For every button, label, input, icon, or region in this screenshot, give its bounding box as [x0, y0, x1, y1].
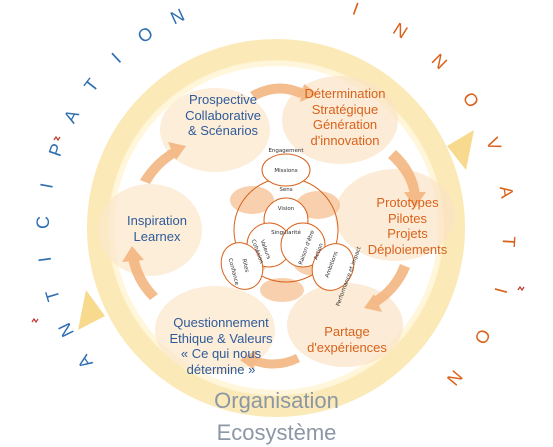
ecosysteme-label: Ecosystème [216, 420, 337, 445]
outer-ring [87, 39, 465, 417]
action-label: Action [313, 242, 325, 261]
determination-line-3: Génération [312, 117, 378, 133]
center-venn [220, 153, 355, 291]
anticipation-letter-10: I [108, 49, 125, 67]
prospective-line-3: & Scénarios [187, 123, 259, 139]
block-inspiration: Inspiration Learnex [112, 213, 202, 244]
block-partage: Partage d'expériences [292, 324, 402, 355]
anticipation-letter-4: I [35, 256, 55, 264]
cycle-blob-2 [282, 76, 398, 164]
vision-label: Vision [278, 206, 295, 212]
prototypes-line-1: Prototypes [376, 195, 439, 210]
questionnement-line-1: Questionnement [173, 315, 269, 330]
anticipation-letter-11: O [134, 23, 157, 47]
anticipation-letter-2: N [54, 320, 78, 340]
prospective-line-2: Collaborative [185, 107, 261, 123]
innovation-letter-10: N [443, 366, 467, 389]
cycle-arrows [98, 76, 455, 374]
inner-blob-e [260, 278, 304, 302]
arrow-left-bottom [128, 256, 158, 300]
arrow-left-bottom-head [122, 246, 144, 262]
red-mark-1 [53, 135, 61, 142]
anticipation-letter-5: C [33, 216, 53, 229]
rites-circle [220, 242, 264, 290]
inner-blob-a [230, 186, 274, 214]
block-questionnement: Questionnement Ethique & Valeurs « Ce qu… [162, 315, 280, 377]
innovation-letter-9: O [470, 326, 494, 348]
arrow-top-head [300, 84, 318, 102]
questionnement-line-2: Ethique & Valeurs [169, 330, 273, 346]
block-prototypes: Prototypes Pilotes Projets Déploiements [355, 195, 460, 257]
rites-label: Rites [240, 258, 249, 273]
raison-circle [280, 222, 326, 268]
arrow-right-top [388, 150, 420, 196]
partage-line-1: Partage [324, 324, 370, 339]
singularite-label: Singularité [271, 229, 301, 236]
cycle-blob-1 [160, 88, 270, 172]
arrow-top [250, 83, 306, 100]
ring-arrow-left [78, 290, 105, 330]
red-mark-2 [31, 317, 39, 324]
arrow-left-top-head [168, 142, 186, 160]
innovation-letter-6: A [496, 185, 518, 200]
cycle-blob-5 [155, 286, 275, 374]
innovation-letter-5: V [482, 135, 505, 153]
anticipation-letter-6: I [36, 181, 57, 190]
sens-label: Sens [279, 187, 292, 193]
missions-circle [261, 153, 311, 187]
prototypes-line-3: Projets [387, 226, 428, 242]
arrow-left-top [140, 148, 178, 184]
cycle-blob-6 [98, 184, 202, 276]
anticipation-letter-1: A [73, 351, 96, 372]
determination-line-1: Détermination [304, 86, 386, 101]
arrow-right-bottom-head [364, 294, 382, 312]
anticipation-letter-8: A [60, 106, 83, 126]
inspiration-line-2: Learnex [133, 228, 181, 244]
innovation-letter-1: I [350, 0, 362, 19]
arrow-bottom [250, 354, 300, 369]
arrow-right-top-head [404, 192, 426, 208]
outer-ring-arrows [78, 130, 474, 330]
prototypes-line-4: Déploiements [367, 241, 448, 257]
determination-line-2: Stratégique [311, 101, 379, 117]
engagement-label: Engagement [268, 148, 304, 154]
decorative-marks [31, 135, 525, 324]
innovation-letter-4: O [459, 88, 483, 111]
block-prospective: Prospective Collaborative & Scénarios [168, 92, 278, 139]
arrow-right-bottom [372, 264, 410, 306]
inspiration-line-1: Inspiration [127, 213, 187, 228]
anticipation-letter-12: N [167, 5, 187, 29]
determination-line-4: d'innovation [310, 132, 380, 148]
anticipation-letter-3: T [42, 287, 64, 303]
innovation-letter-3: N [428, 50, 451, 73]
organisation-label: Organisation [214, 388, 339, 413]
ambitions-circle [311, 243, 355, 291]
ring-arrow-right [447, 130, 474, 170]
questionnement-line-3: « Ce qui nous [180, 346, 262, 362]
questionnement-line-4: détermine » [186, 361, 256, 377]
prospective-line-1: Prospective [189, 92, 257, 107]
missions-label: Missions [274, 168, 297, 174]
anticipation-letter-7: P [45, 141, 68, 159]
partage-line-2: d'expériences [307, 339, 387, 355]
innovation-letter-7: T [499, 236, 520, 248]
red-mark-3 [517, 285, 525, 292]
prototypes-line-2: Pilotes [387, 210, 428, 226]
block-determination: Détermination Stratégique Génération d'i… [290, 86, 400, 148]
curved-arrows [122, 83, 426, 370]
anticipation-letter-9: T [80, 75, 103, 96]
innovation-letter-8: I [490, 285, 511, 295]
arrow-bottom-head [240, 350, 256, 370]
innovation-letter-2: N [390, 19, 412, 43]
